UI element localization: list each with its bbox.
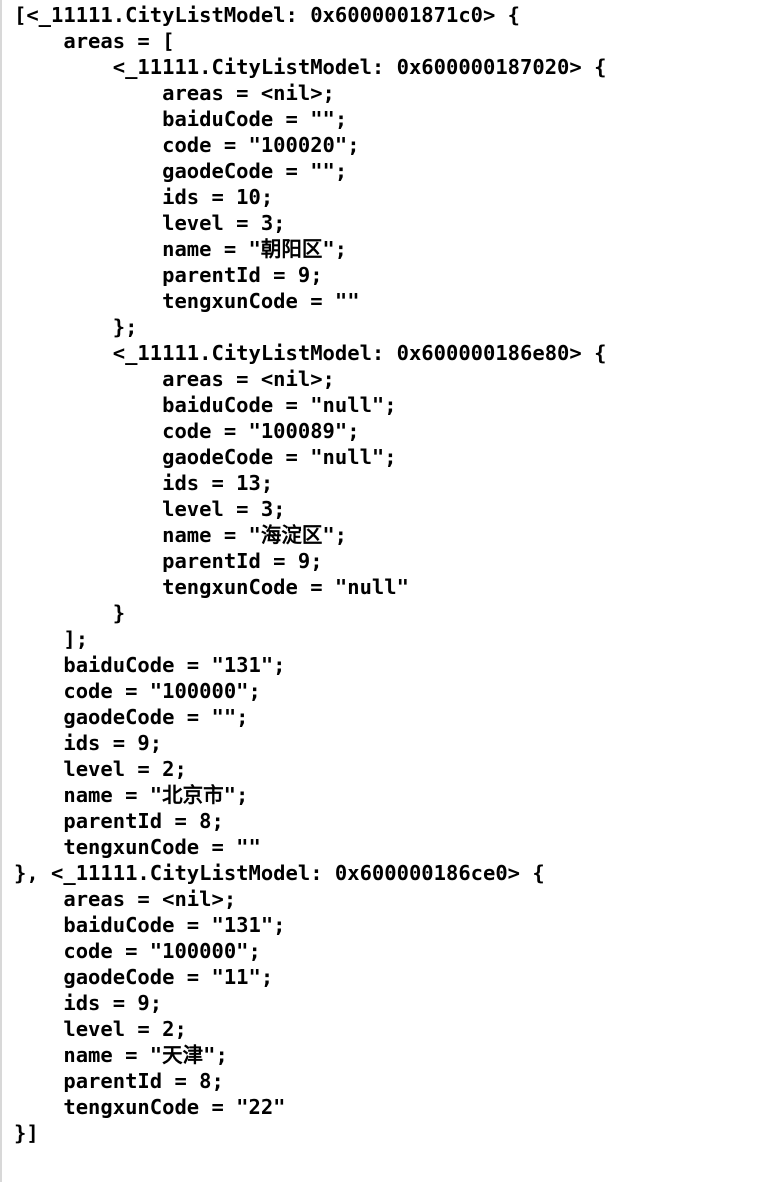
console-line: baiduCode = "131"; [14,913,286,937]
console-line: parentId = 9; [14,263,323,287]
console-line: level = 3; [14,497,286,521]
console-line: gaodeCode = "11"; [14,965,274,989]
console-line: gaodeCode = ""; [14,705,249,729]
console-line: ids = 9; [14,731,163,755]
console-line: <_11111.CityListModel: 0x600000187020> { [14,55,607,79]
console-line: level = 2; [14,1017,187,1041]
console-line: level = 2; [14,757,187,781]
console-line: tengxunCode = "" [14,835,261,859]
console-line: areas = <nil>; [14,367,335,391]
console-lines: [<_11111.CityListModel: 0x6000001871c0> … [14,2,762,1172]
console-line: [<_11111.CityListModel: 0x6000001871c0> … [14,3,521,27]
console-line: gaodeCode = "null"; [14,445,397,469]
console-line: level = 3; [14,211,286,235]
console-line: tengxunCode = "22" [14,1095,286,1119]
console-line: name = "北京市"; [14,783,249,807]
console-line: <_11111.CityListModel: 0x600000186e80> { [14,341,607,365]
console-line: ids = 10; [14,185,274,209]
console-line: tengxunCode = "null" [14,575,409,599]
console-line: gaodeCode = ""; [14,159,348,183]
console-line: baiduCode = "null"; [14,393,397,417]
console-line: ids = 13; [14,471,274,495]
console-line: code = "100000"; [14,939,261,963]
console-line: parentId = 8; [14,809,224,833]
console-line: ids = 9; [14,991,163,1015]
console-line: }, <_11111.CityListModel: 0x600000186ce0… [14,861,545,885]
console-line: code = "100020"; [14,133,360,157]
console-line: code = "100089"; [14,419,360,443]
console-line: baiduCode = "131"; [14,653,286,677]
console-line: parentId = 9; [14,549,323,573]
console-line: } [14,601,126,625]
console-line: }; [14,315,138,339]
console-line [14,1146,762,1172]
console-line: ]; [14,627,89,651]
console-line: code = "100000"; [14,679,261,703]
console-line: name = "天津"; [14,1043,228,1067]
console-line: }] [14,1121,39,1145]
console-line: parentId = 8; [14,1069,224,1093]
console-line: name = "朝阳区"; [14,237,348,261]
console-line: tengxunCode = "" [14,289,360,313]
console-line: areas = <nil>; [14,887,237,911]
console-line: areas = [ [14,29,175,53]
console-line: areas = <nil>; [14,81,335,105]
console-line: name = "海淀区"; [14,523,348,547]
console-line: baiduCode = ""; [14,107,348,131]
